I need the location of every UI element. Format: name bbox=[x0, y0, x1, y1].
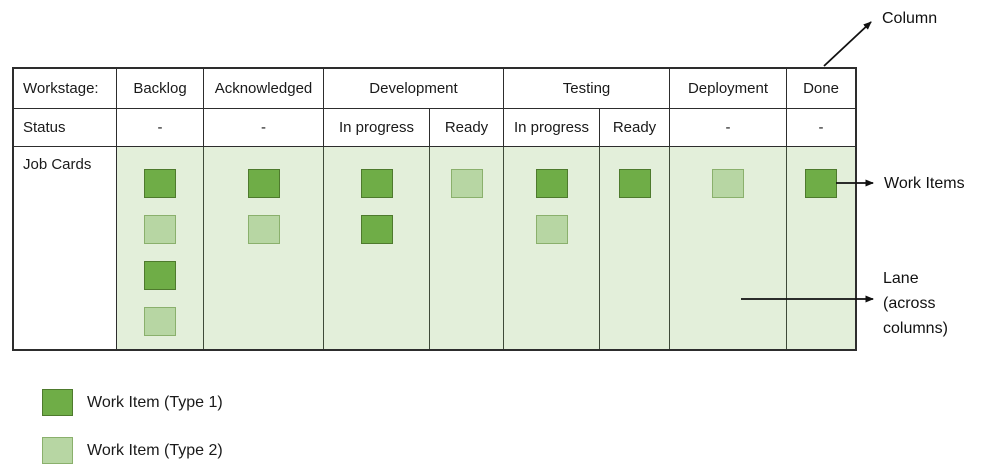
work-item-type-1 bbox=[618, 169, 651, 198]
work-item-type-1 bbox=[247, 169, 280, 198]
work-item-type-2 bbox=[144, 307, 176, 336]
workstage-row-label: Workstage: bbox=[14, 69, 117, 109]
work-item-type-2 bbox=[712, 169, 744, 198]
lane-cell-development-ready bbox=[430, 147, 504, 349]
lane-cell-testing-in-progress bbox=[504, 147, 600, 349]
legend: Work Item (Type 1) Work Item (Type 2) bbox=[42, 389, 223, 464]
lane-cell-done bbox=[787, 147, 855, 349]
status-deployment: - bbox=[670, 109, 787, 147]
work-item-type-2 bbox=[247, 215, 280, 244]
job-cards-row-label: Job Cards bbox=[14, 147, 117, 349]
status-development-in-progress: In progress bbox=[324, 109, 430, 147]
work-item-type-2-swatch bbox=[42, 437, 73, 464]
column-header-done: Done bbox=[787, 69, 855, 109]
column-header-acknowledged: Acknowledged bbox=[204, 69, 324, 109]
work-item-type-1 bbox=[144, 169, 176, 198]
lane-annotation-label: Lane (across columns) bbox=[883, 270, 948, 337]
lane-cell-acknowledged bbox=[204, 147, 324, 349]
work-item-type-1 bbox=[535, 169, 568, 198]
column-arrow bbox=[823, 21, 872, 67]
work-item-type-1 bbox=[360, 215, 393, 244]
work-item-type-2 bbox=[535, 215, 568, 244]
status-testing-in-progress: In progress bbox=[504, 109, 600, 147]
work-item-type-2 bbox=[450, 169, 483, 198]
column-header-development: Development bbox=[324, 69, 504, 109]
kanban-table: Workstage: Backlog Acknowledged Developm… bbox=[12, 67, 857, 351]
column-annotation-label: Column bbox=[882, 10, 938, 27]
lane-cell-deployment bbox=[670, 147, 787, 349]
work-item-type-2 bbox=[144, 215, 176, 244]
work-item-type-1 bbox=[805, 169, 837, 198]
work-item-type-1 bbox=[360, 169, 393, 198]
status-row-label: Status bbox=[14, 109, 117, 147]
work-items-annotation-label: Work Items bbox=[884, 175, 965, 192]
legend-item-type-2: Work Item (Type 2) bbox=[42, 437, 223, 464]
legend-label-type-2: Work Item (Type 2) bbox=[87, 441, 223, 459]
lane-cell-backlog bbox=[117, 147, 204, 349]
status-backlog: - bbox=[117, 109, 204, 147]
column-header-deployment: Deployment bbox=[670, 69, 787, 109]
status-testing-ready: Ready bbox=[600, 109, 670, 147]
column-header-backlog: Backlog bbox=[117, 69, 204, 109]
status-done: - bbox=[787, 109, 855, 147]
lane-cell-development-in-progress bbox=[324, 147, 430, 349]
work-item-type-1 bbox=[144, 261, 176, 290]
status-acknowledged: - bbox=[204, 109, 324, 147]
lane-cell-testing-ready bbox=[600, 147, 670, 349]
legend-item-type-1: Work Item (Type 1) bbox=[42, 389, 223, 416]
work-item-type-1-swatch bbox=[42, 389, 73, 416]
column-header-testing: Testing bbox=[504, 69, 670, 109]
legend-label-type-1: Work Item (Type 1) bbox=[87, 393, 223, 411]
status-development-ready: Ready bbox=[430, 109, 504, 147]
